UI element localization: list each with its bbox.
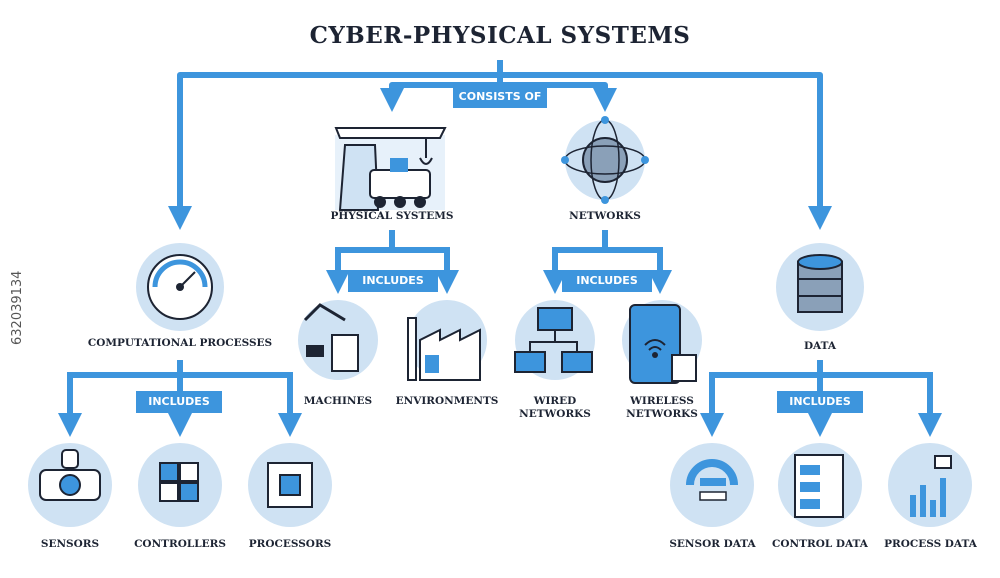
- sensor-data-icon: [670, 443, 754, 527]
- includes-data-badge: INCLUDES: [777, 391, 863, 413]
- label-wired-networks-line1: WIRED: [533, 395, 577, 407]
- cpu-chip-icon: [248, 443, 332, 527]
- label-controllers: CONTROLLERS: [134, 538, 226, 550]
- label-control-data: CONTROL DATA: [772, 538, 868, 550]
- top-connectors: [168, 60, 832, 230]
- label-environments: ENVIRONMENTS: [395, 395, 499, 407]
- label-data: DATA: [803, 340, 837, 352]
- sensor-camera-icon: [28, 443, 112, 527]
- label-sensor-data: SENSOR DATA: [669, 538, 756, 550]
- label-process-data: PROCESS DATA: [884, 538, 977, 550]
- label-machines: MACHINES: [303, 395, 373, 407]
- control-data-icon: [778, 443, 862, 527]
- networks-branch-arrows: [543, 230, 672, 294]
- cube-grid-icon: [138, 443, 222, 527]
- process-data-icon: [888, 443, 972, 527]
- page-title: CYBER-PHYSICAL SYSTEMS: [309, 22, 691, 49]
- robot-arm-icon: [298, 300, 378, 380]
- label-physical-systems: PHYSICAL SYSTEMS: [330, 210, 454, 222]
- includes-networks-badge: INCLUDES: [562, 270, 652, 292]
- factory-icon: [407, 300, 487, 381]
- gauge-cycle-icon: [136, 243, 224, 331]
- label-sensors: SENSORS: [40, 538, 100, 550]
- includes-physical-badge: INCLUDES: [348, 270, 438, 292]
- database-icon: [776, 243, 864, 331]
- includes-computational-badge: INCLUDES: [136, 391, 222, 413]
- globe-icon: [561, 116, 649, 204]
- label-computational-processes: COMPUTATIONAL PROCESSES: [87, 337, 273, 349]
- physical-systems-icon: [334, 127, 447, 211]
- stock-id: 632039134: [10, 270, 25, 345]
- wired-networks-icon: [514, 300, 595, 380]
- label-wireless-networks-line2: NETWORKS: [626, 408, 698, 420]
- label-wireless-networks: WIRELESS NETWORKS: [612, 395, 712, 421]
- label-wired-networks-line2: NETWORKS: [519, 408, 591, 420]
- consists-of-badge: CONSISTS OF: [453, 86, 547, 108]
- physical-branch-arrows: [326, 230, 459, 294]
- label-wired-networks: WIRED NETWORKS: [505, 395, 605, 421]
- wireless-networks-icon: [622, 300, 702, 384]
- label-networks: NETWORKS: [569, 210, 641, 222]
- label-processors: PROCESSORS: [248, 538, 332, 550]
- label-wireless-networks-line1: WIRELESS: [630, 395, 694, 407]
